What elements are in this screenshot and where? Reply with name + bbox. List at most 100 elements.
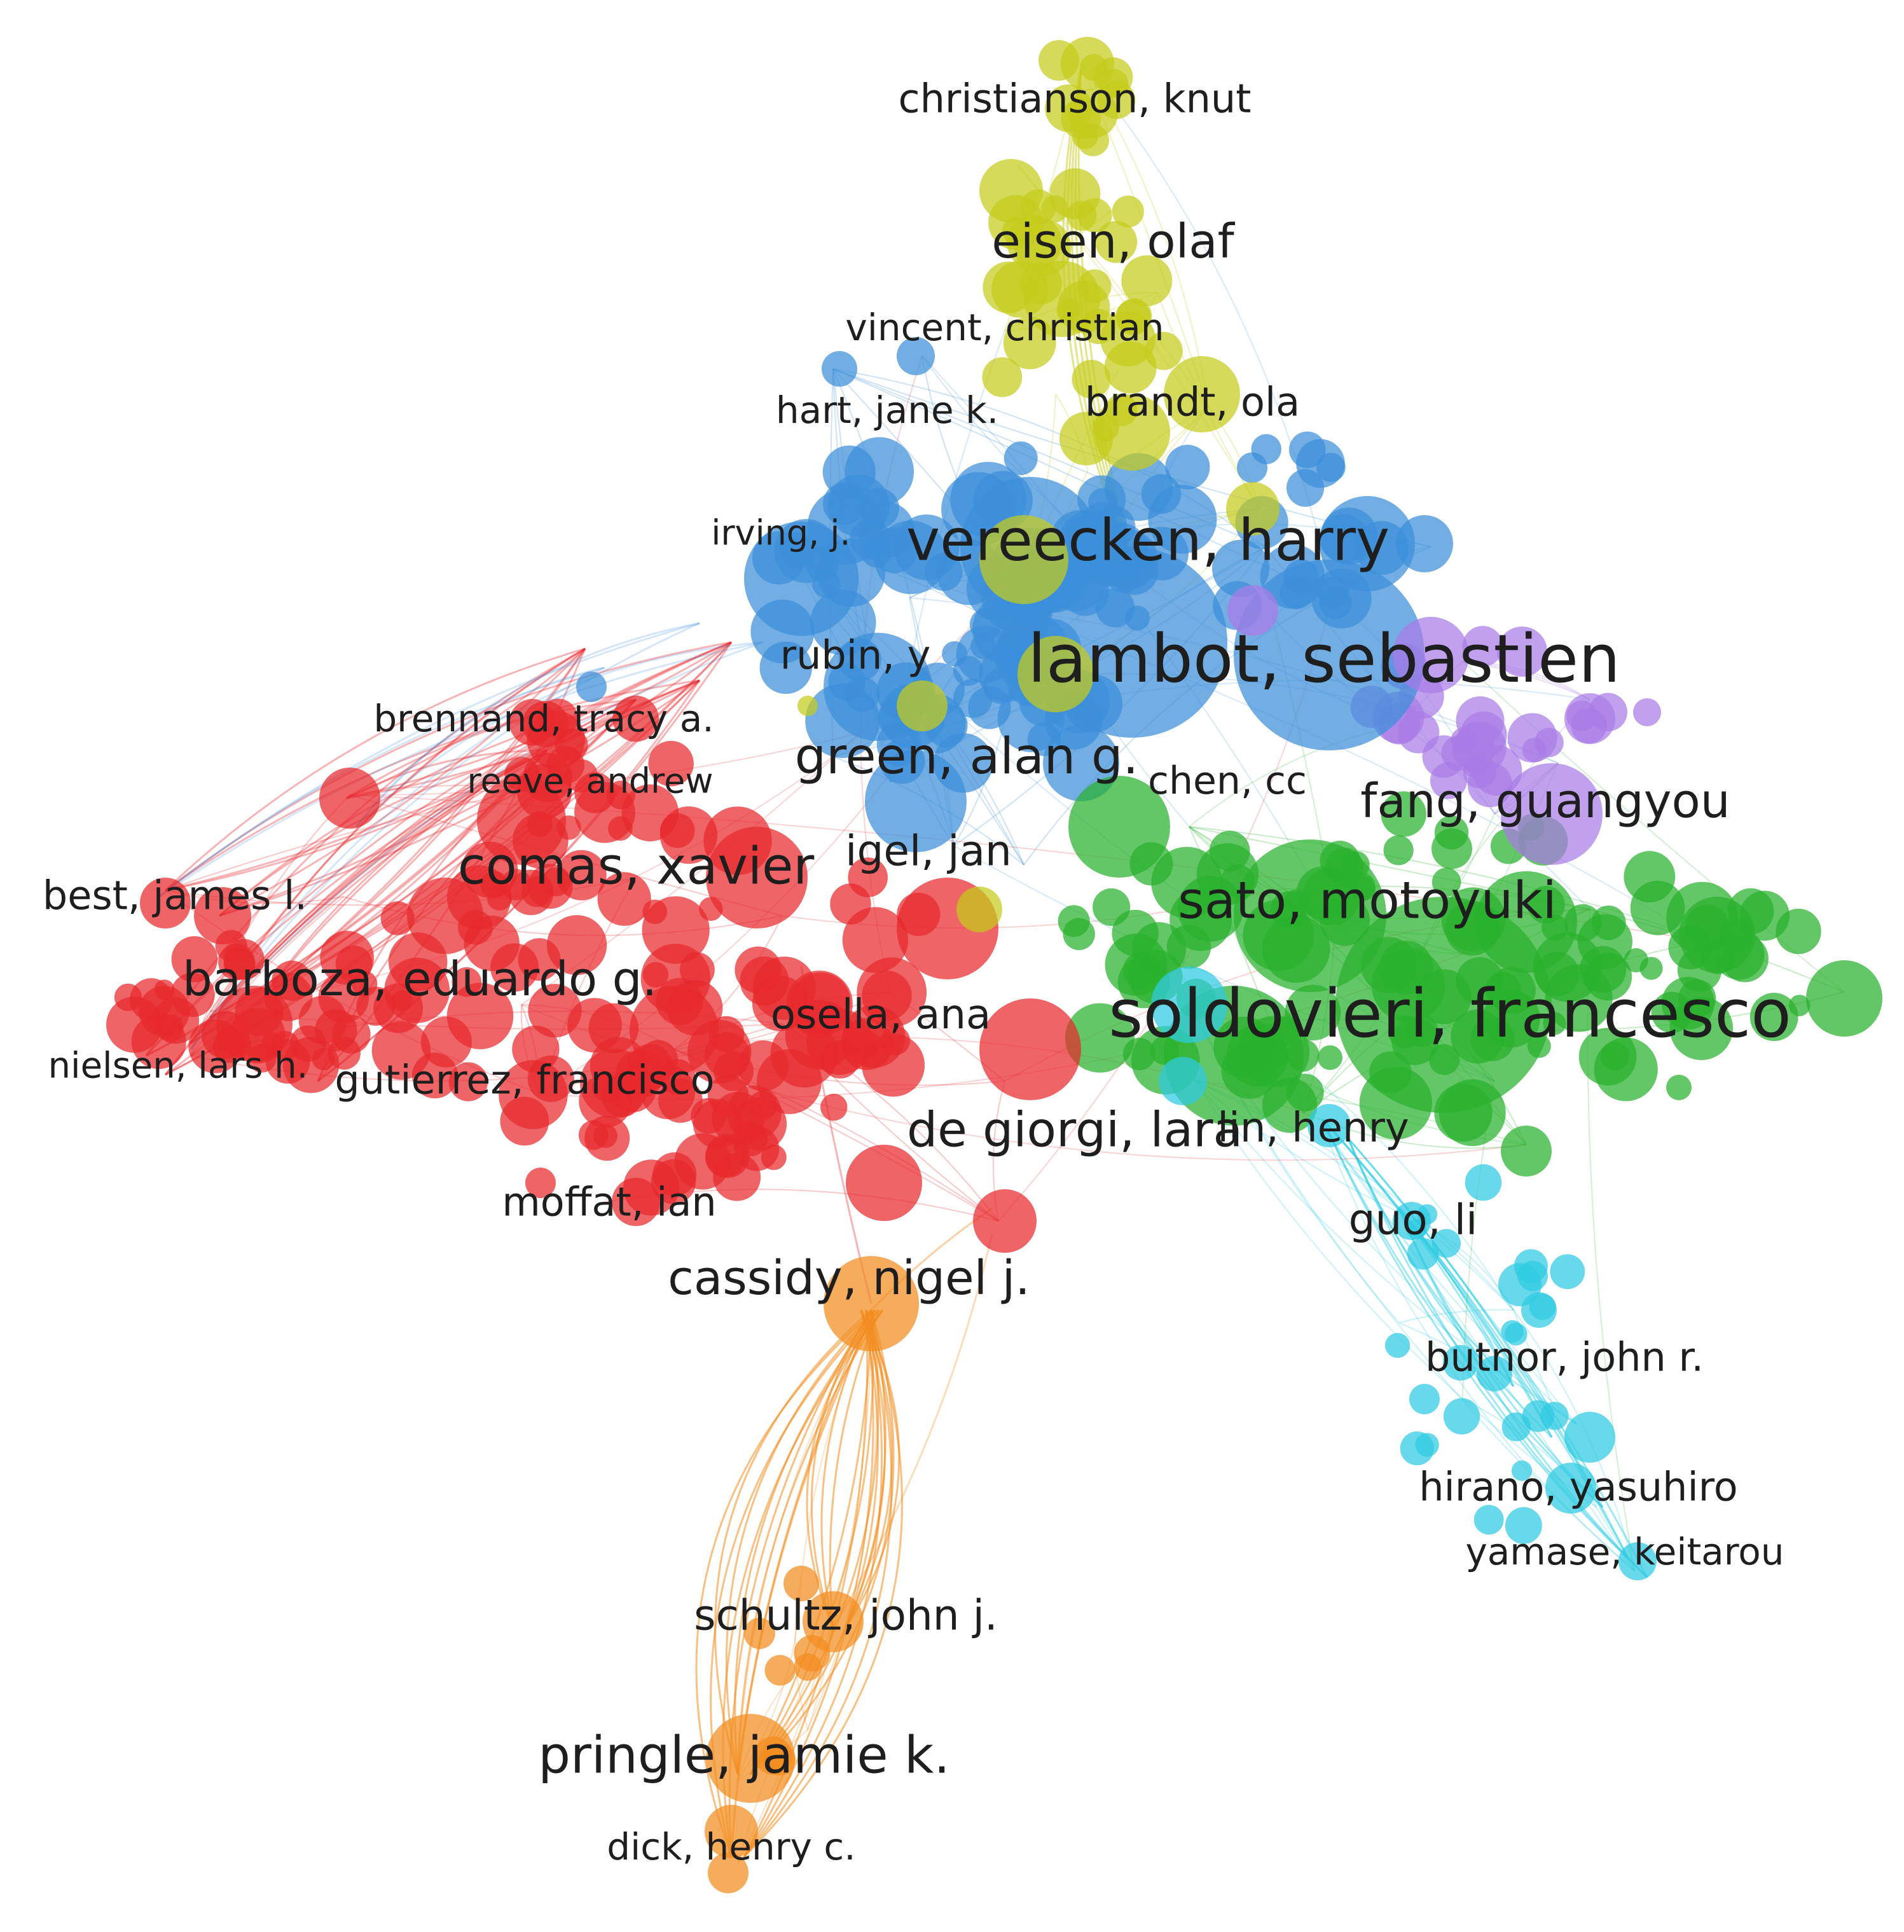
red-cluster-node[interactable] — [298, 995, 347, 1044]
green-cluster-node[interactable] — [1065, 1003, 1135, 1073]
cyan-cluster-node[interactable] — [1442, 1345, 1479, 1381]
red-cluster-node[interactable] — [584, 1115, 630, 1161]
blue-cluster-node[interactable] — [1212, 539, 1270, 597]
author-label[interactable]: irving, j. — [711, 513, 850, 553]
green-cluster-node[interactable] — [1209, 831, 1250, 872]
purple-author-node[interactable] — [1633, 698, 1661, 726]
author-label[interactable]: best, james l. — [43, 873, 307, 919]
yellow-cluster-node[interactable] — [1066, 200, 1097, 231]
red-author-node[interactable] — [477, 776, 566, 865]
cyan-author-node[interactable] — [1618, 1542, 1657, 1580]
author-label[interactable]: hart, jane k. — [776, 389, 998, 432]
green-cluster-node[interactable] — [1431, 867, 1461, 897]
red-author-node[interactable] — [630, 986, 719, 1075]
blue-cluster-node[interactable] — [1004, 441, 1038, 476]
cyan-cluster-node[interactable] — [1505, 1507, 1542, 1544]
author-label[interactable]: guo, li — [1349, 1196, 1478, 1245]
red-cluster-node[interactable] — [606, 780, 635, 810]
blue-cluster-node[interactable] — [827, 474, 890, 537]
purple-author-node[interactable] — [1393, 617, 1469, 693]
yellow-cluster-node[interactable] — [1116, 298, 1152, 334]
cyan-cluster-node[interactable] — [1431, 1229, 1461, 1258]
yellow-author-node[interactable] — [956, 887, 1002, 932]
author-label[interactable]: moffat, ian — [502, 1179, 716, 1225]
red-cluster-node[interactable] — [527, 864, 573, 909]
cyan-cluster-node[interactable] — [1465, 1164, 1502, 1201]
author-label[interactable]: nielsen, lars h. — [48, 1045, 308, 1087]
orange-cluster-node[interactable] — [743, 1617, 775, 1650]
green-cluster-node[interactable] — [1776, 908, 1821, 955]
red-cluster-node[interactable] — [546, 914, 607, 976]
cyan-cluster-node[interactable] — [1522, 1400, 1554, 1432]
red-cluster-node[interactable] — [371, 1021, 431, 1080]
red-cluster-node[interactable] — [857, 957, 927, 1028]
green-cluster-node[interactable] — [1591, 905, 1626, 941]
author-label[interactable]: dick, henry c. — [607, 1825, 855, 1868]
author-label[interactable]: cassidy, nigel j. — [668, 1251, 1030, 1306]
green-cluster-node[interactable] — [1578, 1028, 1637, 1086]
cyan-cluster-node[interactable] — [1407, 1238, 1439, 1270]
green-author-node[interactable] — [1806, 960, 1882, 1037]
red-cluster-node[interactable] — [848, 857, 888, 897]
red-cluster-node[interactable] — [320, 930, 375, 985]
yellow-cluster-node[interactable] — [982, 357, 1023, 397]
author-label[interactable]: comas, xavier — [458, 837, 815, 896]
red-cluster-node[interactable] — [171, 936, 218, 983]
red-cluster-node[interactable] — [648, 740, 694, 787]
blue-author-node[interactable] — [865, 750, 967, 852]
author-label[interactable]: brennand, tracy a. — [373, 697, 714, 740]
author-label[interactable]: fang, guangyou — [1360, 774, 1730, 829]
author-label[interactable]: rubin, y — [780, 632, 931, 679]
red-cluster-node[interactable] — [420, 1016, 473, 1068]
green-author-node[interactable] — [1475, 871, 1577, 973]
author-label[interactable]: vereecken, harry — [906, 507, 1390, 574]
author-label[interactable]: igel, jan — [845, 827, 1012, 876]
red-author-node[interactable] — [194, 887, 251, 944]
author-label[interactable]: yamase, keitarou — [1465, 1530, 1784, 1573]
yellow-cluster-node[interactable] — [1041, 195, 1069, 223]
blue-author-node[interactable] — [1234, 560, 1425, 750]
green-author-node[interactable] — [1501, 1126, 1552, 1176]
red-cluster-node[interactable] — [612, 695, 659, 742]
red-cluster-node[interactable] — [842, 907, 909, 973]
author-label[interactable]: christianson, knut — [899, 76, 1252, 122]
green-author-node[interactable] — [1234, 839, 1386, 992]
cyan-cluster-node[interactable] — [1415, 1433, 1439, 1457]
yellow-author-node[interactable] — [797, 696, 818, 716]
red-author-node[interactable] — [612, 1178, 660, 1226]
green-cluster-node[interactable] — [1318, 1045, 1342, 1070]
red-cluster-node[interactable] — [448, 1062, 488, 1101]
red-cluster-node[interactable] — [518, 938, 561, 981]
orange-cluster-node[interactable] — [764, 1655, 796, 1686]
author-label[interactable]: green, alan g. — [795, 728, 1139, 785]
red-cluster-node[interactable] — [106, 997, 163, 1053]
cyan-author-node[interactable] — [1393, 1202, 1431, 1240]
yellow-author-node[interactable] — [1226, 482, 1280, 535]
blue-author-node[interactable] — [1396, 515, 1453, 572]
blue-cluster-node[interactable] — [1251, 434, 1281, 464]
orange-author-node[interactable] — [803, 1591, 864, 1652]
orange-author-node[interactable] — [705, 1805, 758, 1858]
author-label[interactable]: lambot, sebastien — [1028, 620, 1620, 698]
blue-cluster-node[interactable] — [1316, 452, 1346, 482]
green-cluster-node[interactable] — [1630, 880, 1685, 935]
purple-cluster-node[interactable] — [1462, 626, 1503, 667]
red-cluster-node[interactable] — [567, 998, 622, 1053]
red-cluster-node[interactable] — [592, 1073, 621, 1102]
green-cluster-node[interactable] — [1093, 888, 1131, 926]
red-cluster-node[interactable] — [712, 1091, 765, 1145]
yellow-author-node[interactable] — [897, 680, 948, 731]
blue-cluster-node[interactable] — [861, 537, 892, 568]
green-cluster-node[interactable] — [1063, 918, 1095, 951]
cyan-author-node[interactable] — [1477, 1356, 1512, 1391]
red-cluster-node[interactable] — [597, 872, 651, 926]
yellow-author-node[interactable] — [1018, 636, 1094, 712]
green-cluster-node[interactable] — [1584, 953, 1632, 1001]
author-label[interactable]: reeve, andrew — [467, 761, 714, 801]
green-author-node[interactable] — [1666, 1075, 1692, 1100]
author-label[interactable]: de giorgi, lara — [907, 1101, 1243, 1158]
purple-cluster-node[interactable] — [1496, 626, 1548, 677]
yellow-author-node[interactable] — [1164, 356, 1240, 432]
yellow-author-node[interactable] — [979, 515, 1068, 604]
author-label[interactable]: sato, motoyuki — [1178, 871, 1557, 930]
